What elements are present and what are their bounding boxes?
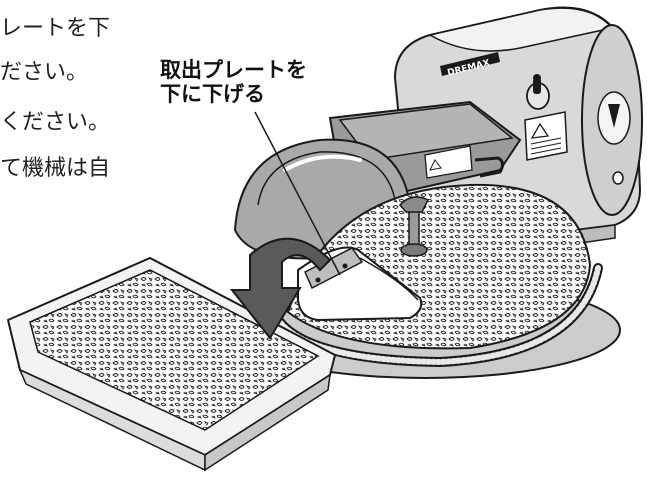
instruction-line-2: ださい。	[0, 60, 89, 85]
callout-label: 取出プレートを 下に下げる	[160, 58, 307, 106]
wing-nut-icon	[398, 196, 430, 213]
collection-tray	[6, 256, 337, 472]
callout-line-1: 取出プレートを	[160, 58, 307, 82]
curved-arrow-icon	[229, 237, 332, 340]
power-switch[interactable]	[526, 74, 550, 110]
instruction-line-1: レートを下	[0, 16, 111, 41]
warning-triangle-icon	[530, 122, 550, 139]
removal-plate[interactable]	[297, 246, 423, 322]
instruction-line-4: て機械は自	[0, 156, 111, 181]
callout-leader-line	[254, 111, 341, 276]
instruction-line-3: ください。	[0, 110, 111, 135]
callout-line-2: 下に下げる	[160, 82, 265, 107]
warning-label	[524, 111, 568, 161]
